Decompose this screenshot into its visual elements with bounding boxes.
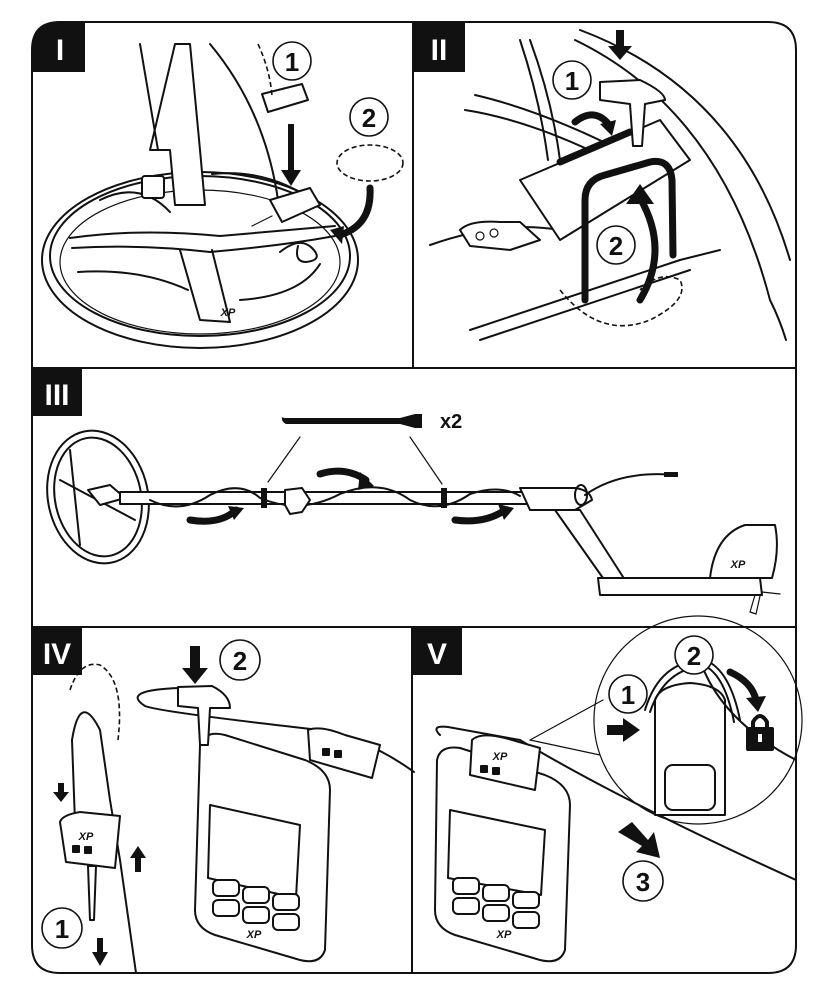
panel-I-illustration: XP 1 2 [41,41,404,349]
cable-tie [261,488,267,508]
coil-connector [269,187,321,223]
panel-label-text: V [427,638,447,671]
panel-IV-illustration: XP XP [41,639,415,974]
step-marker-1: 1 [552,60,592,100]
remote-button [452,897,480,915]
cable-clip [469,734,541,791]
cable-tie-icon [281,414,422,428]
panel-label-text: I [56,34,64,67]
remote-screen [447,809,546,896]
curved-arrow-icon [336,184,374,239]
panel-label-I: I [32,22,85,72]
curved-arrow-icon [636,194,659,304]
zoom-inset [593,615,803,825]
remote-button [482,884,510,902]
remote-button [512,911,540,929]
step-marker-1: 1 [608,674,648,714]
panel-label-II: II [413,22,465,72]
svg-text:2: 2 [687,641,701,671]
step-marker-2: 2 [596,225,636,265]
step-marker-1: 1 [272,41,312,81]
step-marker-3: 3 [622,860,664,902]
svg-text:2: 2 [609,231,623,261]
cable-clip [261,83,309,113]
armrest-shaft [597,577,763,596]
brand-logo: XP [730,559,746,571]
remote-buttons [452,877,540,929]
cable [435,725,797,881]
remote-button [242,886,270,904]
panel-label-V: V [412,627,462,675]
down-arrow-icon [281,124,301,186]
svg-text:1: 1 [565,66,579,96]
curved-arrow-icon [186,506,240,525]
step-marker-2: 2 [674,635,714,675]
handle [519,487,593,511]
brand-logo: XP [78,831,94,843]
remote-button [272,893,300,911]
push-hand-icon [599,79,666,147]
panel-III-illustration: x2 XP [46,411,781,615]
remote-button [242,906,270,924]
up-arrow-icon [130,846,146,872]
down-arrow-icon [53,783,69,802]
panel-label-text: II [431,34,448,67]
remote-button [212,879,240,897]
cam-lock [284,487,311,515]
step-marker-1: 1 [41,907,83,949]
upper-shaft [554,509,626,589]
remote-button [482,904,510,922]
remote-button [452,877,480,895]
remote-buttons [212,879,300,931]
svg-text:2: 2 [362,103,376,133]
down-arrow-icon [608,30,632,60]
cable-clip [59,811,121,869]
panel-label-III: III [32,368,82,416]
search-coil [46,429,150,565]
cable-loop-outline [69,663,121,741]
step-marker-2: 2 [349,97,389,137]
brand-logo: XP [492,751,508,763]
remote-button [212,899,240,917]
strap [556,128,634,166]
brand-logo: XP [496,929,512,941]
svg-text:2: 2 [233,646,247,676]
lock-icon [746,714,774,751]
brand-logo: XP [220,307,236,319]
curved-arrow-icon [726,668,760,704]
push-hand-icon [177,685,231,746]
curved-arrow-icon [451,506,509,525]
right-arrow-icon [618,822,660,858]
down-arrow-icon [92,938,108,966]
panel-label-text: III [44,379,69,412]
panel-label-IV: IV [32,627,82,675]
right-arrow-icon [607,718,640,742]
step-marker-2: 2 [219,639,261,681]
cable-loop-outline [336,144,404,182]
quantity-label: x2 [440,411,462,433]
svg-text:1: 1 [621,680,635,710]
lower-shaft [149,43,206,206]
cable-tie [441,488,447,508]
cable-clip [307,727,381,779]
remote-button [512,891,540,909]
svg-text:3: 3 [636,867,650,897]
svg-text:1: 1 [55,914,69,944]
panel-label-text: IV [43,638,71,671]
svg-text:1: 1 [285,47,299,77]
panel-V-illustration: XP XP [434,615,803,963]
remote-button [272,913,300,931]
panel-II-illustration: 1 2 [429,29,791,341]
curved-arrow-icon [316,467,370,484]
brand-logo: XP [246,929,262,941]
knob-icon [141,175,165,199]
remote-control-top-view [654,682,726,816]
u-strap [581,157,677,304]
armrest [709,524,778,579]
down-arrow-icon [182,646,208,684]
